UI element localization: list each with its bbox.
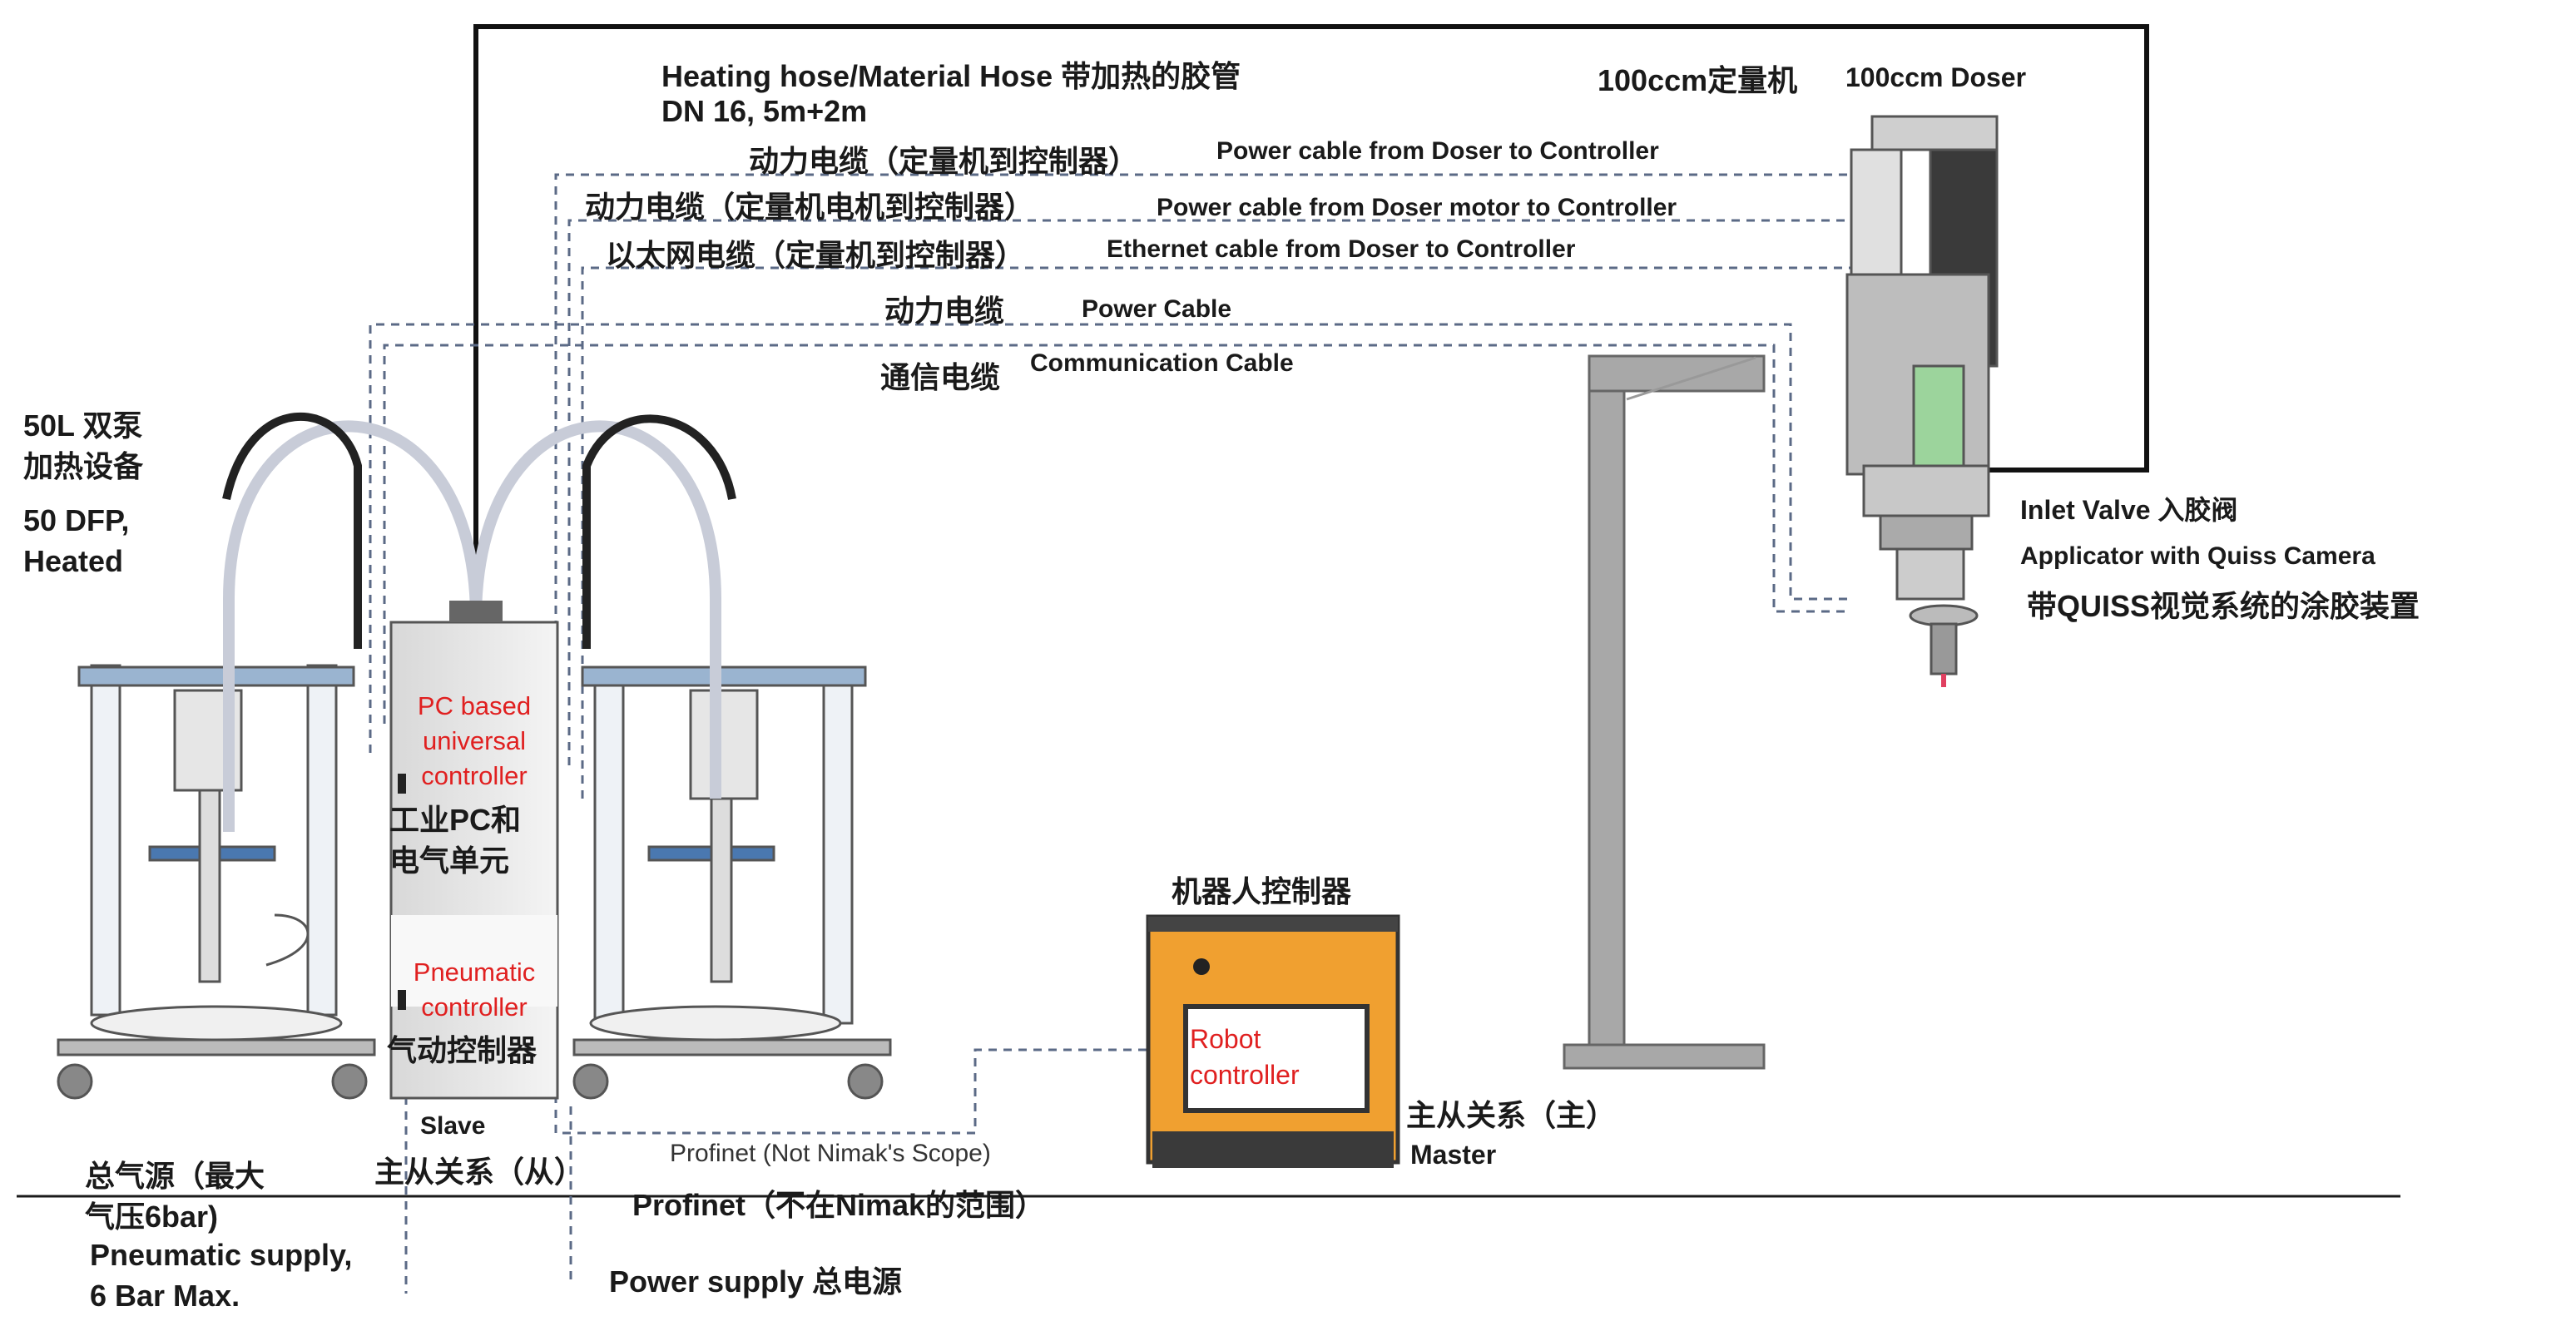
- pneumatic-cn-label: 气动控制器: [387, 1033, 537, 1067]
- hose-hooks: [222, 412, 736, 649]
- pc-controller-label: PC based universal controller: [417, 691, 532, 790]
- pc-cn-label: 工业PC和 电气单元: [389, 803, 522, 878]
- applicator-en-label: Applicator with Quiss Camera: [2020, 542, 2375, 570]
- pump-cn-label: 50L 双泵 加热设备: [23, 408, 144, 483]
- doser-en-label: 100ccm Doser: [1845, 62, 2027, 92]
- comm-cable-en-label: Communication Cable: [1030, 349, 1294, 377]
- doser-machine: [1845, 115, 1999, 687]
- hose-spec-label: DN 16, 5m+2m: [661, 94, 868, 128]
- heating-hose-label: Heating hose/Material Hose 带加热的胶管: [661, 59, 1241, 93]
- master-en-label: Master: [1410, 1140, 1497, 1170]
- master-cn-label: 主从关系（主）: [1406, 1098, 1617, 1132]
- inlet-valve-label: Inlet Valve 入胶阀: [2020, 495, 2238, 525]
- power-cable-cn-label: 动力电缆: [884, 294, 1005, 328]
- cable1-en-label: Power cable from Doser to Controller: [1216, 137, 1659, 165]
- controller-cabinet: [389, 601, 559, 1100]
- robot-controller-label: Robot controller: [1190, 1024, 1300, 1091]
- pump-hoses: [223, 420, 721, 832]
- cable-power-motor: [567, 219, 1851, 765]
- robot-controller-cabinet: [1146, 914, 1400, 1168]
- cable-ethernet: [581, 266, 1851, 799]
- slave-en-label: Slave: [420, 1112, 486, 1140]
- slave-cn-label: 主从关系（从）: [374, 1155, 585, 1189]
- gantry: [1563, 354, 1766, 1070]
- power-cable-en-label: Power Cable: [1082, 295, 1232, 323]
- cable3-cn-label: 以太网电缆（定量机到控制器）: [606, 238, 1026, 272]
- pump-left: [57, 664, 376, 1100]
- cable2-en-label: Power cable from Doser motor to Controll…: [1157, 194, 1677, 221]
- air-supply-cn-label: 总气源（最大 气压6bar): [85, 1159, 265, 1234]
- heating-hose-line: [473, 24, 2149, 616]
- pump-en-label: 50 DFP, Heated: [23, 503, 130, 578]
- applicator-cn-label: 带QUISS视觉系统的涂胶装置: [2027, 589, 2420, 623]
- cable2-cn-label: 动力电缆（定量机电机到控制器）: [585, 190, 1035, 224]
- power-supply-label: Power supply 总电源: [609, 1264, 903, 1299]
- cable-power-doser: [554, 173, 1851, 749]
- cable1-cn-label: 动力电缆（定量机到控制器）: [749, 144, 1139, 178]
- profinet-cn-label: Profinet（不在Nimak的范围）: [632, 1188, 1046, 1222]
- robot-title-label: 机器人控制器: [1172, 874, 1352, 908]
- cable-power: [369, 323, 1851, 753]
- comm-cable-cn-label: 通信电缆: [880, 360, 1001, 394]
- profinet-en-label: Profinet (Not Nimak's Scope): [670, 1140, 991, 1167]
- doser-cn-label: 100ccm定量机: [1598, 63, 1798, 97]
- air-supply-en-label: Pneumatic supply, 6 Bar Max.: [90, 1238, 353, 1313]
- cable3-en-label: Ethernet cable from Doser to Controller: [1107, 235, 1576, 263]
- cable-communication: [383, 344, 1851, 724]
- pneumatic-controller-label: Pneumatic controller: [413, 957, 536, 1022]
- pump-right: [572, 666, 892, 1100]
- doser-cables: [369, 173, 1851, 1294]
